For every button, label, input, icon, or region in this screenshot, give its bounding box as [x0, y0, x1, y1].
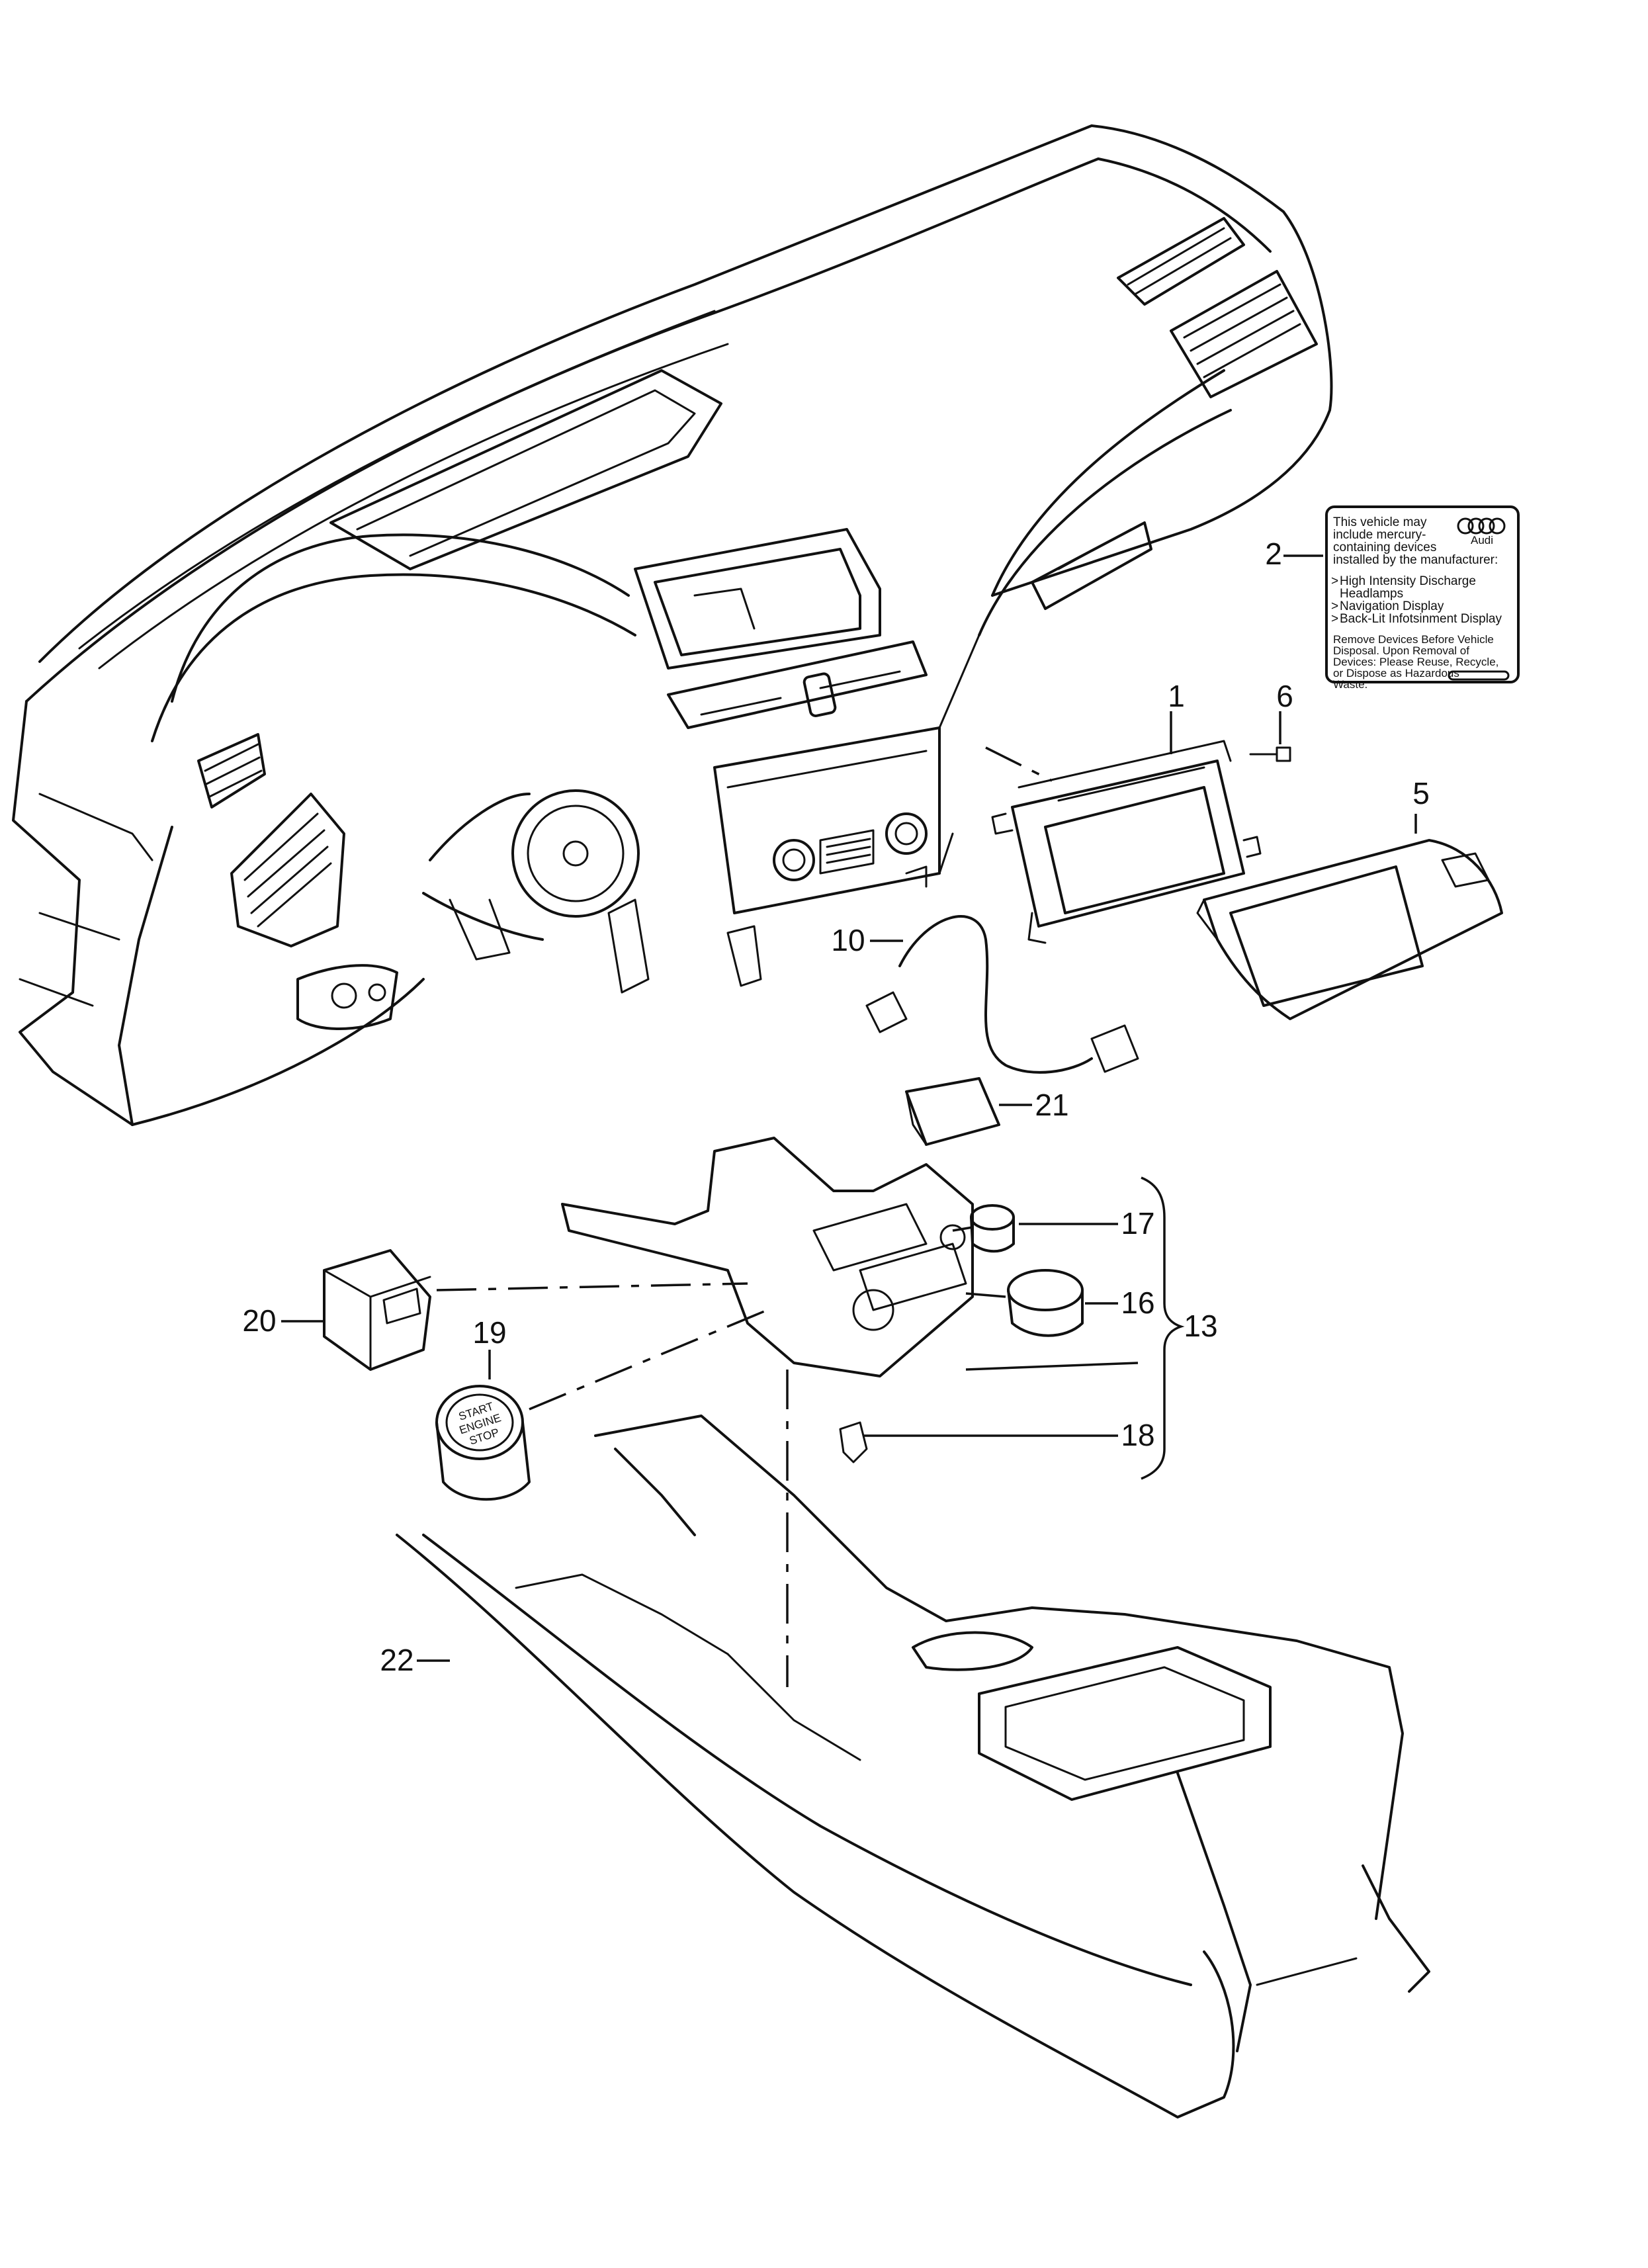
callout-13: 13	[1184, 1309, 1217, 1343]
label-intro-line-1: This vehicle may	[1333, 515, 1427, 529]
callout-10: 10	[831, 923, 865, 957]
screw	[1249, 746, 1291, 762]
leader-lines	[281, 554, 1417, 1687]
label-disposal-line-4: or Dispose as Hazardous	[1333, 667, 1459, 679]
label-bullet-1b: Headlamps	[1340, 587, 1403, 601]
console-trim-plate	[561, 1137, 974, 1377]
display-unit	[991, 740, 1262, 944]
knob-small	[970, 1204, 1015, 1253]
label-intro-line-2: include mercury-	[1333, 528, 1426, 542]
label-disposal-line-2: Disposal. Upon Removal of	[1333, 644, 1469, 657]
switch-block	[323, 1249, 431, 1371]
mercury-warning-label: Audi This vehicle may include mercury- c…	[1325, 505, 1520, 691]
center-console	[396, 1415, 1430, 2118]
audi-logo: Audi	[1457, 517, 1506, 546]
bullet-arrow-3: >	[1331, 612, 1338, 626]
label-intro-line-4: installed by the manufacturer:	[1333, 553, 1498, 567]
callout-5: 5	[1412, 776, 1430, 810]
brand-text: Audi	[1471, 534, 1493, 546]
label-bullet-1: High Intensity Discharge	[1340, 574, 1476, 588]
label-disposal-line-1: Remove Devices Before Vehicle	[1333, 633, 1494, 646]
wire-harness	[865, 915, 1139, 1074]
callout-6: 6	[1276, 679, 1293, 713]
storage-cover	[905, 1077, 1000, 1146]
callout-22: 22	[380, 1643, 413, 1677]
label-bullet-2: Navigation Display	[1340, 599, 1444, 613]
clip	[839, 1421, 868, 1463]
label-barcode-strip	[1448, 670, 1510, 681]
bullet-arrow-1: >	[1331, 574, 1338, 588]
label-disposal-line-5: Waste.	[1333, 678, 1367, 691]
dashboard-panel	[12, 124, 1333, 1126]
start-stop-button: START ENGINE STOP	[435, 1385, 531, 1501]
label-intro-line-3: containing devices	[1333, 541, 1436, 554]
callout-19: 19	[472, 1315, 506, 1350]
knob-large	[1007, 1269, 1084, 1337]
callout-17: 17	[1121, 1206, 1154, 1241]
label-disposal-line-3: Devices: Please Reuse, Recycle,	[1333, 656, 1498, 668]
callout-21: 21	[1035, 1088, 1068, 1122]
callout-numbers: 1 2 5 6 10 13 16 17 18 19 20 21 22	[242, 537, 1429, 1677]
display-housing	[1196, 839, 1503, 1020]
callout-18: 18	[1121, 1418, 1154, 1452]
label-bullet-3: Back-Lit Infotsinment Display	[1340, 612, 1502, 626]
bullet-arrow-2: >	[1331, 599, 1338, 613]
callout-16: 16	[1121, 1286, 1154, 1320]
callout-1: 1	[1168, 679, 1185, 713]
callout-20: 20	[242, 1303, 276, 1338]
callout-2: 2	[1265, 537, 1282, 571]
